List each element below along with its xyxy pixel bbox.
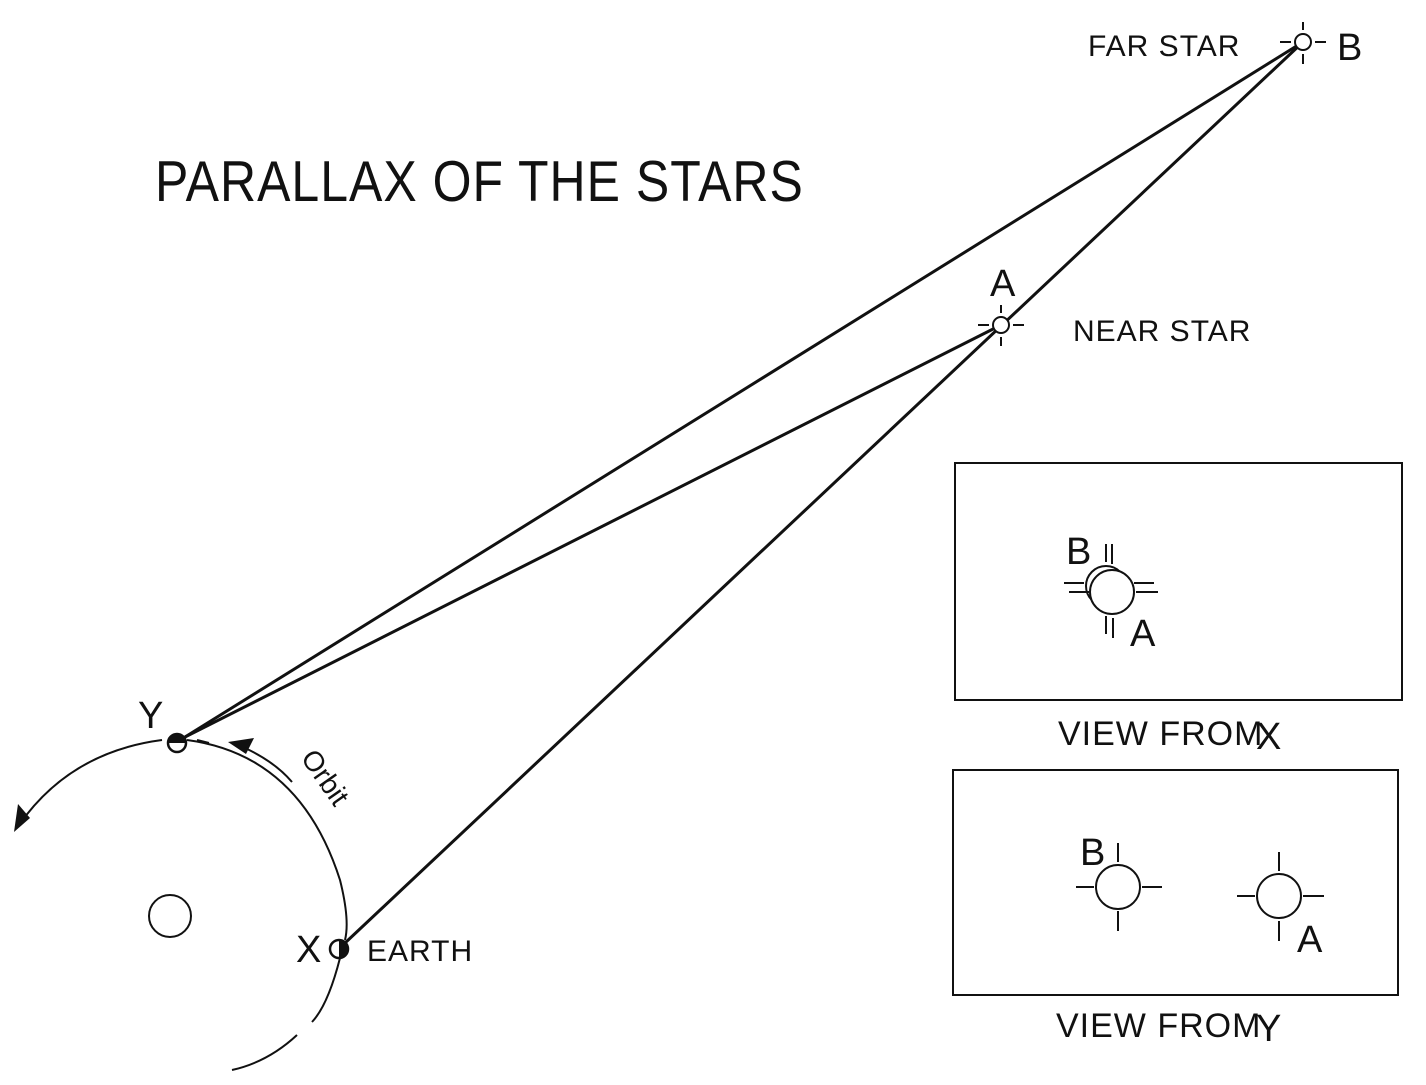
earth-at-y xyxy=(166,732,210,754)
view-y-star-a-icon xyxy=(1256,873,1302,919)
view-y-star-b-label: B xyxy=(1080,832,1105,874)
earth-y-shadow xyxy=(168,734,186,743)
earth-x-label: X xyxy=(296,929,321,971)
orbit-arc-lower xyxy=(311,957,341,1023)
sightline-y-to-near-star xyxy=(184,323,1002,739)
near-star xyxy=(978,305,1024,346)
earth-x-shadow xyxy=(339,940,348,958)
orbit-arc-bottom xyxy=(231,1034,298,1071)
view-y-star-b-icon xyxy=(1095,864,1141,910)
far-star-icon xyxy=(1294,33,1312,51)
earth-caption: EARTH xyxy=(367,935,473,968)
earth-y-tick xyxy=(196,739,210,744)
view-y-frame xyxy=(952,769,1399,996)
sight-lines xyxy=(184,40,1305,945)
earth-at-x xyxy=(328,938,350,960)
far-star xyxy=(1280,22,1326,64)
view-y-star-a-label: A xyxy=(1297,919,1323,961)
far-star-caption: FAR STAR xyxy=(1088,30,1240,63)
view-from-x-panel: B A xyxy=(954,462,1403,701)
view-y-caption: VIEW FROM xyxy=(1056,1007,1261,1045)
far-star-letter: B xyxy=(1337,27,1362,69)
view-from-y-panel: B A xyxy=(952,769,1399,996)
orbit-arrows xyxy=(14,738,254,832)
earth-y-label: Y xyxy=(138,695,163,737)
diagram-title: PARALLAX OF THE STARS xyxy=(155,150,804,214)
orbit-arc-right xyxy=(186,739,348,941)
earth-orbit xyxy=(18,739,348,1071)
near-star-letter: A xyxy=(990,263,1016,305)
sun-icon xyxy=(148,894,192,938)
sightline-x-to-far-star xyxy=(343,40,1305,945)
orbit-arc-left xyxy=(18,739,163,826)
view-x-caption: VIEW FROM xyxy=(1058,715,1263,753)
orbit-label: Orbit xyxy=(295,744,355,812)
orbit-label-arrow xyxy=(244,747,293,783)
orbit-arrow-left-icon xyxy=(14,804,30,832)
view-x-star-a-icon xyxy=(1089,569,1135,615)
sightline-y-to-far-star xyxy=(184,40,1304,739)
near-star-caption: NEAR STAR xyxy=(1073,315,1251,348)
view-x-caption-letter: X xyxy=(1256,716,1281,758)
view-y-caption-letter: Y xyxy=(1256,1008,1281,1050)
near-star-icon xyxy=(992,316,1010,334)
view-x-frame xyxy=(954,462,1403,701)
view-x-star-a-label: A xyxy=(1130,613,1156,655)
view-x-star-b-label: B xyxy=(1066,531,1091,573)
